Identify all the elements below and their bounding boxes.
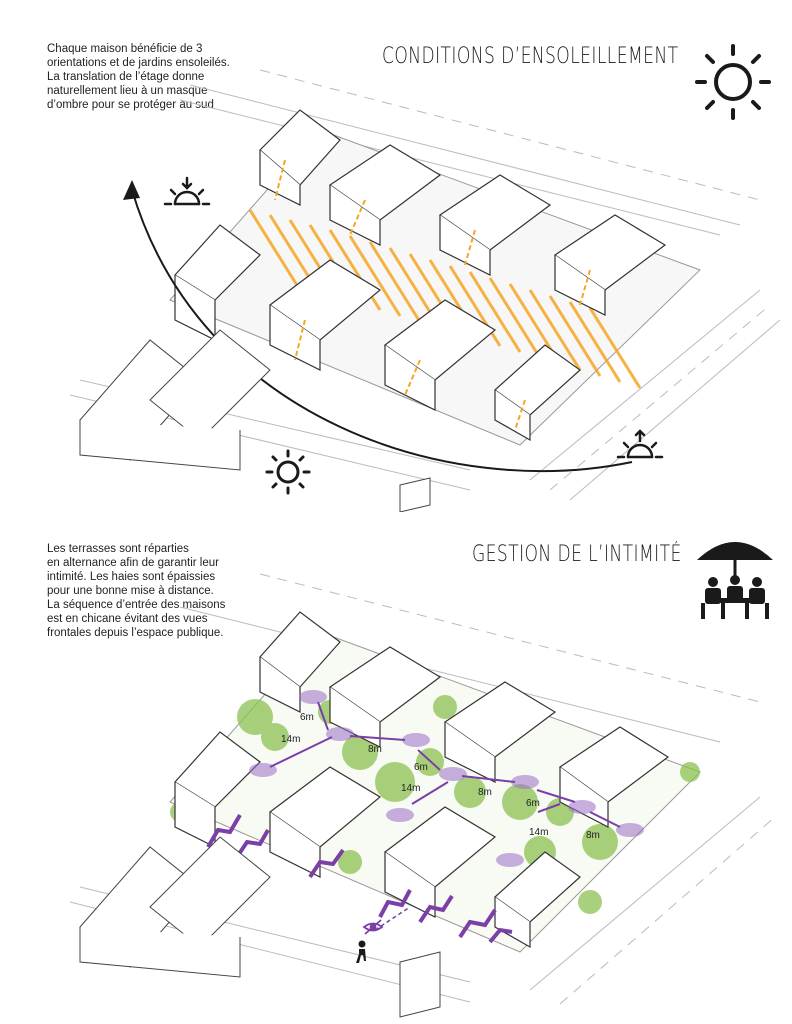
- house: [383, 299, 497, 411]
- privacy-title: GESTION DE L’INTIMITÉ: [472, 542, 682, 567]
- houses: [174, 109, 667, 442]
- neighbour-houses: [79, 329, 431, 512]
- distance-label: 8m: [368, 744, 382, 755]
- sun-icon: [265, 449, 311, 495]
- house: [174, 731, 261, 848]
- sunlight-axonometric-drawing: [69, 44, 781, 512]
- distance-label: 6m: [414, 762, 428, 773]
- terraces: [249, 690, 644, 867]
- sunset-icon: [163, 176, 211, 206]
- house: [328, 144, 442, 246]
- house: [558, 726, 670, 828]
- distance-label: 6m: [300, 712, 314, 723]
- houses: [174, 611, 670, 949]
- neighbour-houses: [79, 836, 441, 1018]
- house: [268, 259, 382, 371]
- house: [174, 224, 261, 341]
- house: [438, 174, 552, 276]
- house: [443, 681, 557, 783]
- privacy-axonometric-drawing: 6m 14m 8m 6m 14m 8m 6m 14m 8m: [69, 542, 776, 1018]
- distance-label: 8m: [478, 787, 492, 798]
- umbrella-table-icon: [697, 542, 773, 619]
- sunrise-icon: [616, 429, 664, 459]
- eye-icon: [362, 919, 384, 935]
- privacy-panel: Les terrasses sont réparties en alternan…: [0, 512, 792, 1024]
- sunlight-panel: Chaque maison bénéficie de 3 orientation…: [47, 43, 781, 512]
- distance-label: 6m: [526, 798, 540, 809]
- pedestrian-icon: [356, 940, 366, 963]
- distance-label: 14m: [529, 827, 548, 838]
- privacy-description: Les terrasses sont réparties en alternan…: [47, 543, 226, 639]
- house: [494, 344, 581, 442]
- distance-label: 14m: [401, 783, 420, 794]
- sunlight-title: CONDITIONS D’ENSOLEILLEMENT: [382, 44, 679, 69]
- distance-label: 14m: [281, 734, 300, 745]
- house: [328, 646, 442, 748]
- sun-icon: [695, 44, 771, 120]
- distance-arrows: [269, 701, 621, 828]
- entry-chicane-arrows: [206, 813, 513, 944]
- sun-path-arc: [131, 189, 633, 473]
- distance-label: 8m: [586, 830, 600, 841]
- arc-arrowhead: [123, 180, 140, 200]
- shadow-arrows: [274, 159, 591, 431]
- sunlight-description: Chaque maison bénéficie de 3 orientation…: [47, 43, 230, 111]
- house: [383, 806, 497, 918]
